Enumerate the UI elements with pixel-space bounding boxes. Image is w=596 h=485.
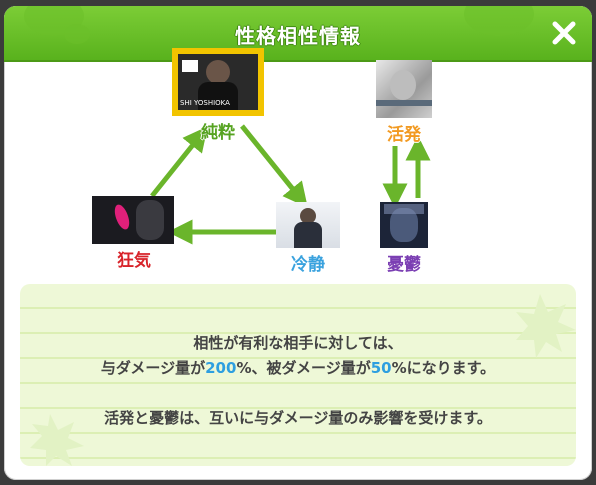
info-line-3: 活発と憂鬱は、互いに与ダメージ量のみ影響を受けます。	[104, 409, 492, 427]
damage-taken-value: 50	[370, 359, 392, 377]
close-icon	[552, 21, 576, 45]
info-panel: 相性が有利な相手に対しては、 与ダメージ量が200%、被ダメージ量が50%になり…	[20, 284, 576, 466]
info-line-1: 相性が有利な相手に対しては、	[193, 334, 403, 352]
decor-burst-icon	[30, 294, 576, 466]
arrow-junsui-to-reisei	[240, 124, 308, 208]
info-line-2: 与ダメージ量が200%、被ダメージ量が50%になります。	[100, 359, 496, 377]
dialog-header: 性格相性情報	[4, 6, 592, 62]
node-kyouki-label: 狂気	[117, 251, 151, 271]
damage-dealt-value: 200	[205, 359, 237, 377]
dialog-title: 性格相性情報	[235, 24, 361, 48]
yuuutsu-portrait	[380, 202, 428, 248]
kyouki-portrait	[92, 196, 174, 244]
node-yuuutsu-label: 憂鬱	[387, 255, 421, 275]
node-junsui-label: 純粋	[201, 123, 235, 143]
node-kappatsu-label: 活発	[387, 125, 421, 145]
arrow-kyouki-to-junsui	[150, 126, 208, 198]
node-reisei-label: 冷静	[291, 255, 325, 275]
reisei-portrait	[276, 202, 340, 248]
kappatsu-portrait	[376, 60, 432, 118]
affinity-arrows	[150, 124, 431, 245]
junsui-portrait: SHI YOSHIOKA	[172, 48, 264, 116]
junsui-caption: SHI YOSHIOKA	[180, 99, 230, 107]
affinity-dialog: 性格相性情報 SHI YOSHIOKA	[4, 6, 592, 480]
close-button[interactable]	[550, 19, 578, 47]
